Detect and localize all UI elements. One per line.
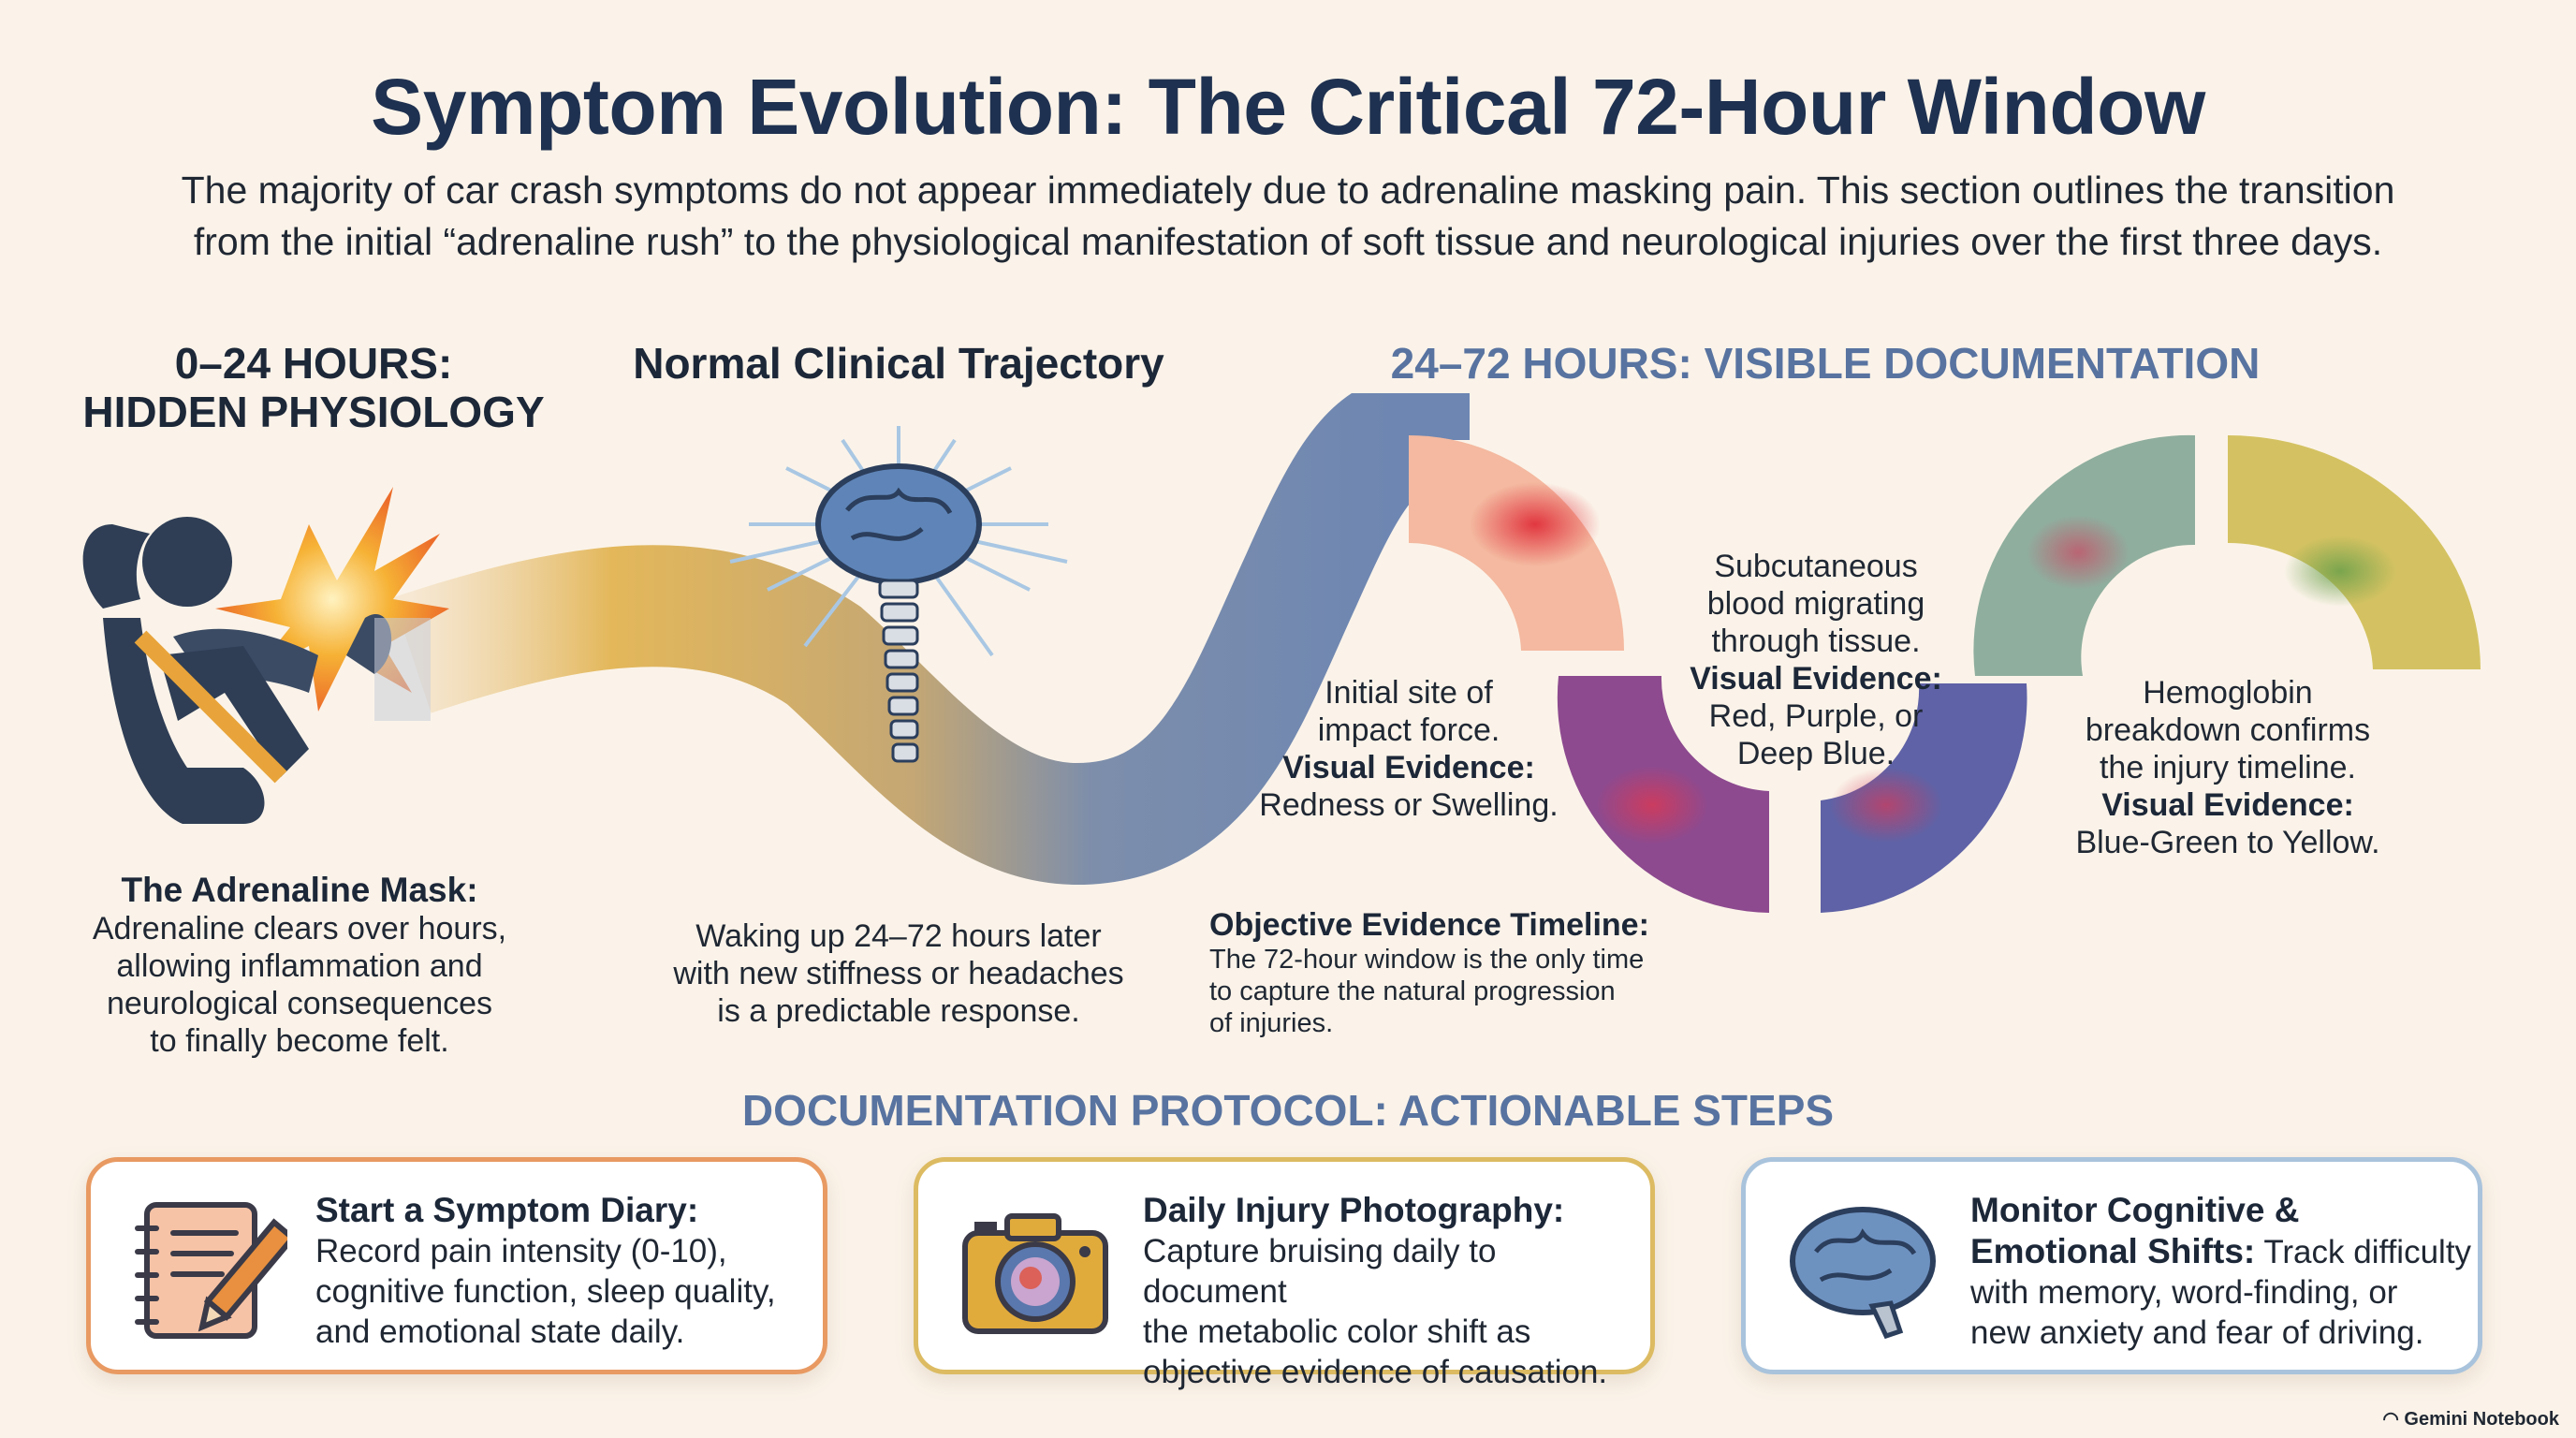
page-title: Symptom Evolution: The Critical 72-Hour … bbox=[371, 63, 2205, 151]
diary-pencil-icon bbox=[135, 1202, 287, 1339]
evidence-timeline-label: Objective Evidence Timeline: bbox=[1209, 907, 1649, 943]
trajectory-illustration bbox=[82, 393, 2481, 913]
evidence-timeline-text: Objective Evidence Timeline: The 72-hour… bbox=[1209, 906, 1696, 1039]
injury-photography-card: Daily Injury Photography: Capture bruisi… bbox=[914, 1157, 1655, 1390]
crash-driver-icon bbox=[82, 487, 449, 824]
adrenaline-mask-label: The Adrenaline Mask: bbox=[121, 871, 478, 909]
symptom-diary-text: Start a Symptom Diary: Record pain inten… bbox=[315, 1191, 776, 1350]
symptom-diary-card: Start a Symptom Diary: Record pain inten… bbox=[86, 1157, 827, 1374]
brain-spine-icon bbox=[729, 426, 1068, 763]
cognitive-shifts-label-1: Monitor Cognitive & bbox=[1970, 1191, 2300, 1229]
intro-line-2: from the initial “adrenaline rush” to th… bbox=[193, 220, 2383, 263]
phase1-heading: 0–24 HOURS: HIDDEN PHYSIOLOGY bbox=[82, 339, 545, 436]
camera-icon bbox=[962, 1213, 1108, 1334]
clinical-trajectory-text: Waking up 24–72 hours later with new sti… bbox=[673, 918, 1124, 1029]
phase3-heading: 24–72 HOURS: VISIBLE DOCUMENTATION bbox=[1390, 339, 2261, 388]
protocol-heading: DOCUMENTATION PROTOCOL: ACTIONABLE STEPS bbox=[741, 1086, 1835, 1135]
stage1-text: Initial site of impact force. Visual Evi… bbox=[1259, 675, 1559, 823]
brain-icon bbox=[1790, 1207, 1936, 1340]
gemini-logo-icon: ◠ bbox=[2382, 1409, 2405, 1430]
intro-text: The majority of car crash symptoms do no… bbox=[165, 165, 2411, 268]
bruise-arcs bbox=[1409, 434, 2481, 913]
adrenaline-mask-text: The Adrenaline Mask: Adrenaline clears o… bbox=[56, 871, 543, 1060]
stage3-text: Hemoglobin breakdown confirms the injury… bbox=[2075, 675, 2380, 860]
injury-photography-label: Daily Injury Photography: bbox=[1143, 1191, 1565, 1229]
footer-brand: ◠ Gemini Notebook bbox=[2382, 1409, 2559, 1430]
injury-photography-text: Daily Injury Photography: Capture bruisi… bbox=[1143, 1191, 1608, 1390]
trajectory-wave bbox=[392, 393, 1470, 886]
phase2-heading: Normal Clinical Trajectory bbox=[633, 339, 1164, 388]
intro-line-1: The majority of car crash symptoms do no… bbox=[181, 169, 2395, 212]
cognitive-shifts-card: Monitor Cognitive & Emotional Shifts: Tr… bbox=[1741, 1157, 2482, 1374]
symptom-diary-label: Start a Symptom Diary: bbox=[315, 1191, 699, 1229]
stage2-text: Subcutaneous blood migrating through tis… bbox=[1690, 549, 1942, 771]
cognitive-shifts-text: Monitor Cognitive & Emotional Shifts: Tr… bbox=[1970, 1191, 2472, 1351]
cognitive-shifts-label-2: Emotional Shifts: bbox=[1970, 1232, 2256, 1270]
